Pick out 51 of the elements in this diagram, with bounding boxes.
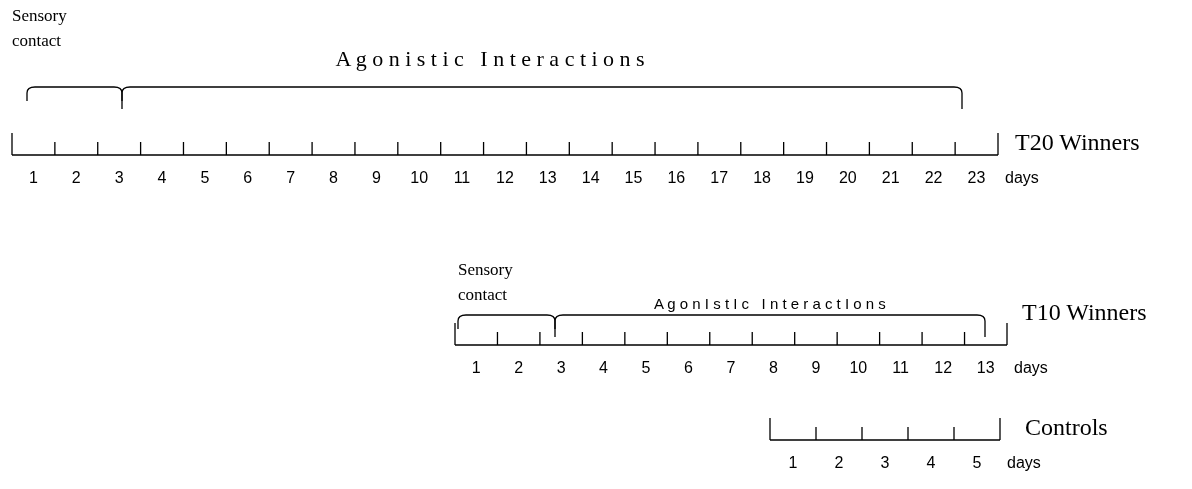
phase-label: A g o n i s t i c I n t e r a c t i o n s <box>335 48 645 70</box>
day-number: 17 <box>710 170 729 186</box>
day-number: 1 <box>788 455 798 471</box>
day-number: 3 <box>880 455 890 471</box>
day-number: 9 <box>811 360 821 376</box>
day-number: 4 <box>157 170 167 186</box>
day-number: 14 <box>581 170 600 186</box>
day-number: 1 <box>28 170 38 186</box>
phase-label: Sensory contact <box>12 5 68 52</box>
day-number: 6 <box>243 170 253 186</box>
day-number: 5 <box>972 455 982 471</box>
day-number: 11 <box>892 360 909 376</box>
unit-label: days <box>1014 360 1048 376</box>
day-number: 10 <box>410 170 429 186</box>
day-number: 5 <box>200 170 210 186</box>
day-number: 13 <box>976 360 995 376</box>
day-number: 2 <box>514 360 524 376</box>
day-number: 12 <box>496 170 514 186</box>
day-number: 3 <box>556 360 566 376</box>
day-number: 4 <box>926 455 936 471</box>
group-label: T10 Winners <box>1022 300 1147 324</box>
day-number: 20 <box>838 170 857 186</box>
day-number: 7 <box>726 360 736 376</box>
day-number: 4 <box>599 360 608 376</box>
day-number: 2 <box>71 170 81 186</box>
day-number: 9 <box>371 170 381 186</box>
day-number: 1 <box>471 360 481 376</box>
day-number: 5 <box>641 360 651 376</box>
phase-label: Sensory contact <box>458 259 514 306</box>
group-label: Controls <box>1025 415 1108 439</box>
day-number: 21 <box>881 170 900 186</box>
day-number: 15 <box>624 170 643 186</box>
day-number: 13 <box>538 170 557 186</box>
day-number: 10 <box>849 360 868 376</box>
phase-label: A g o n I s t I c I n t e r a c t I o n s <box>654 296 886 311</box>
day-number: 19 <box>796 170 814 186</box>
day-number: 2 <box>834 455 844 471</box>
day-number: 7 <box>286 170 296 186</box>
day-number: 11 <box>453 170 471 186</box>
day-number: 3 <box>114 170 124 186</box>
unit-label: days <box>1005 170 1039 186</box>
day-number: 8 <box>329 170 338 186</box>
day-number: 8 <box>768 360 778 376</box>
day-number: 18 <box>753 170 771 186</box>
day-number: 23 <box>967 170 986 186</box>
group-label: T20 Winners <box>1015 130 1140 154</box>
day-number: 22 <box>924 170 943 186</box>
day-number: 12 <box>934 360 953 376</box>
day-number: 16 <box>667 170 686 186</box>
day-number: 6 <box>684 360 693 376</box>
unit-label: days <box>1007 455 1041 471</box>
